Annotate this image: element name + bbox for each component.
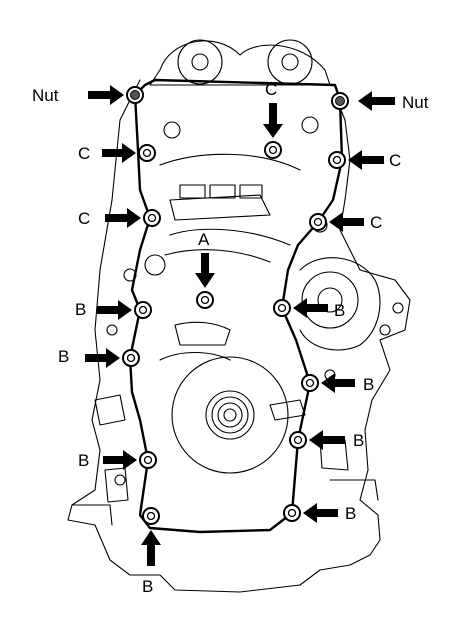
label-b-left-1: B bbox=[75, 300, 86, 319]
arrow-down-icon bbox=[263, 103, 283, 138]
arrow-left-icon bbox=[303, 503, 338, 523]
label-b-right-4: B bbox=[345, 504, 356, 523]
bolt-b-right-2 bbox=[301, 374, 319, 392]
arrow-up-icon bbox=[141, 530, 161, 566]
label-b-bottom: B bbox=[142, 577, 153, 596]
bolt-b-left-3 bbox=[139, 451, 157, 469]
bolt-a bbox=[196, 291, 214, 309]
label-b-left-3: B bbox=[78, 451, 89, 470]
arrow-right-icon bbox=[85, 348, 120, 368]
fasteners bbox=[122, 86, 349, 525]
arrow-right-icon bbox=[102, 143, 136, 163]
bolt-c-top bbox=[264, 141, 282, 159]
nut-left bbox=[126, 86, 144, 104]
bolt-c-left-2 bbox=[143, 209, 161, 227]
arrow-right-icon bbox=[88, 85, 124, 105]
label-b-right-1: B bbox=[334, 301, 345, 320]
arrows bbox=[85, 85, 395, 566]
arrow-left-icon bbox=[321, 373, 355, 393]
arrow-right-icon bbox=[103, 450, 137, 470]
bolt-c-left-1 bbox=[138, 144, 156, 162]
bolt-b-right-4 bbox=[283, 504, 301, 522]
label-b-right-2: B bbox=[363, 375, 374, 394]
label-c-left-2: C bbox=[78, 209, 90, 228]
label-c-right-1: C bbox=[389, 151, 401, 170]
bolt-b-right-1 bbox=[273, 299, 291, 317]
bolt-c-right-1 bbox=[328, 151, 346, 169]
engine-block-drawing bbox=[67, 39, 411, 593]
arrow-left-icon bbox=[293, 298, 328, 318]
label-nut-left: Nut bbox=[32, 86, 59, 105]
bolt-b-left-2 bbox=[122, 349, 140, 367]
arrow-left-icon bbox=[329, 212, 364, 232]
arrow-left-icon bbox=[309, 430, 345, 450]
bolt-b-right-3 bbox=[289, 431, 307, 449]
arrow-right-icon bbox=[105, 208, 141, 228]
arrow-left-icon bbox=[358, 91, 395, 111]
label-b-left-2: B bbox=[58, 347, 69, 366]
bolt-b-bottom bbox=[142, 507, 160, 525]
timing-cover-outline bbox=[128, 78, 344, 534]
bolt-b-left-1 bbox=[134, 301, 152, 319]
label-b-right-3: B bbox=[353, 431, 364, 450]
nut-right bbox=[331, 92, 349, 110]
bolt-c-right-2 bbox=[309, 213, 327, 231]
label-c-top: C bbox=[265, 80, 277, 99]
label-nut-right: Nut bbox=[402, 93, 429, 112]
label-c-right-2: C bbox=[370, 213, 382, 232]
callout-labels: Nut Nut C C C C C A B B B B B B B B bbox=[32, 80, 429, 596]
label-a-center: A bbox=[198, 230, 210, 249]
arrow-left-icon bbox=[348, 150, 384, 170]
arrow-right-icon bbox=[97, 300, 132, 320]
label-c-left-1: C bbox=[78, 144, 90, 163]
arrow-down-icon bbox=[195, 253, 215, 288]
